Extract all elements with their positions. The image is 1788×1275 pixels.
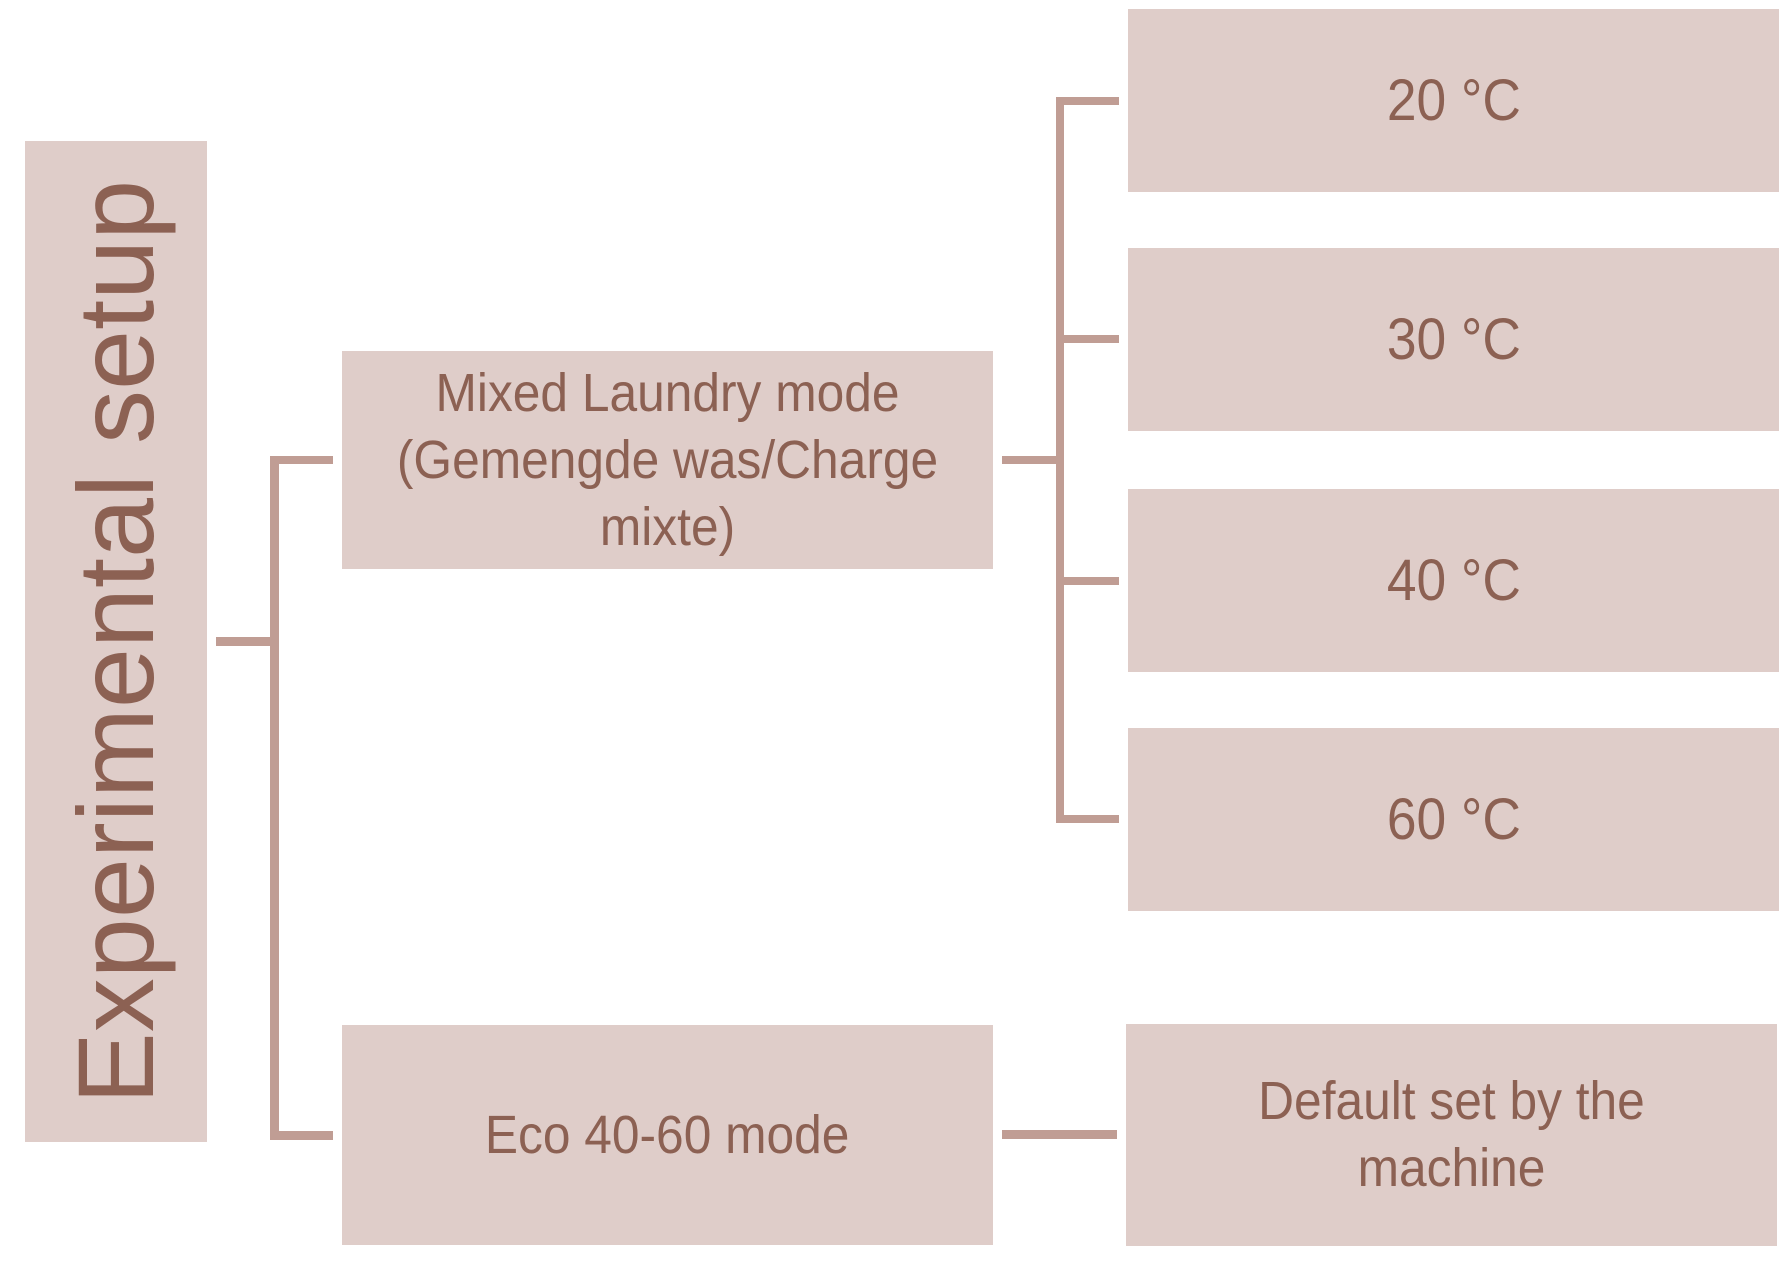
node-temperature-40c: 40 °C <box>1128 489 1779 672</box>
connector-to-eco-mode <box>270 1131 333 1140</box>
node-temperature-30c: 30 °C <box>1128 248 1779 431</box>
connector-to-60c <box>1056 815 1119 823</box>
connector-to-20c <box>1056 97 1119 105</box>
connector-to-40c <box>1056 577 1119 585</box>
node-eco-40-60-mode: Eco 40-60 mode <box>342 1025 993 1245</box>
node-temperature-60c: 60 °C <box>1128 728 1779 911</box>
connector-eco-to-default <box>1002 1130 1117 1139</box>
connector-temperature-trunk <box>1056 97 1064 823</box>
node-temperature-20c: 20 °C <box>1128 9 1779 192</box>
connector-to-mixed-laundry <box>270 456 333 464</box>
connector-mixed-stub <box>1002 456 1064 464</box>
node-temperature-label: 30 °C <box>1386 307 1521 372</box>
node-temperature-label: 40 °C <box>1386 548 1521 613</box>
node-temperature-label: 60 °C <box>1386 787 1521 852</box>
node-default-set-by-machine: Default set by the machine <box>1126 1024 1777 1246</box>
node-default-set-by-machine-label: Default set by the machine <box>1258 1071 1645 1198</box>
root-node-experimental-setup: Experimental setup <box>25 141 207 1142</box>
root-node-label: Experimental setup <box>55 179 176 1104</box>
connector-root-trunk <box>270 456 279 1140</box>
node-mixed-laundry-mode: Mixed Laundry mode (Gemengde was/Charge … <box>342 351 993 569</box>
connector-to-30c <box>1056 335 1119 343</box>
node-temperature-label: 20 °C <box>1386 68 1521 133</box>
node-mixed-laundry-mode-label: Mixed Laundry mode (Gemengde was/Charge … <box>396 362 939 557</box>
connector-root-stub <box>216 637 279 646</box>
node-eco-40-60-mode-label: Eco 40-60 mode <box>485 1104 850 1165</box>
